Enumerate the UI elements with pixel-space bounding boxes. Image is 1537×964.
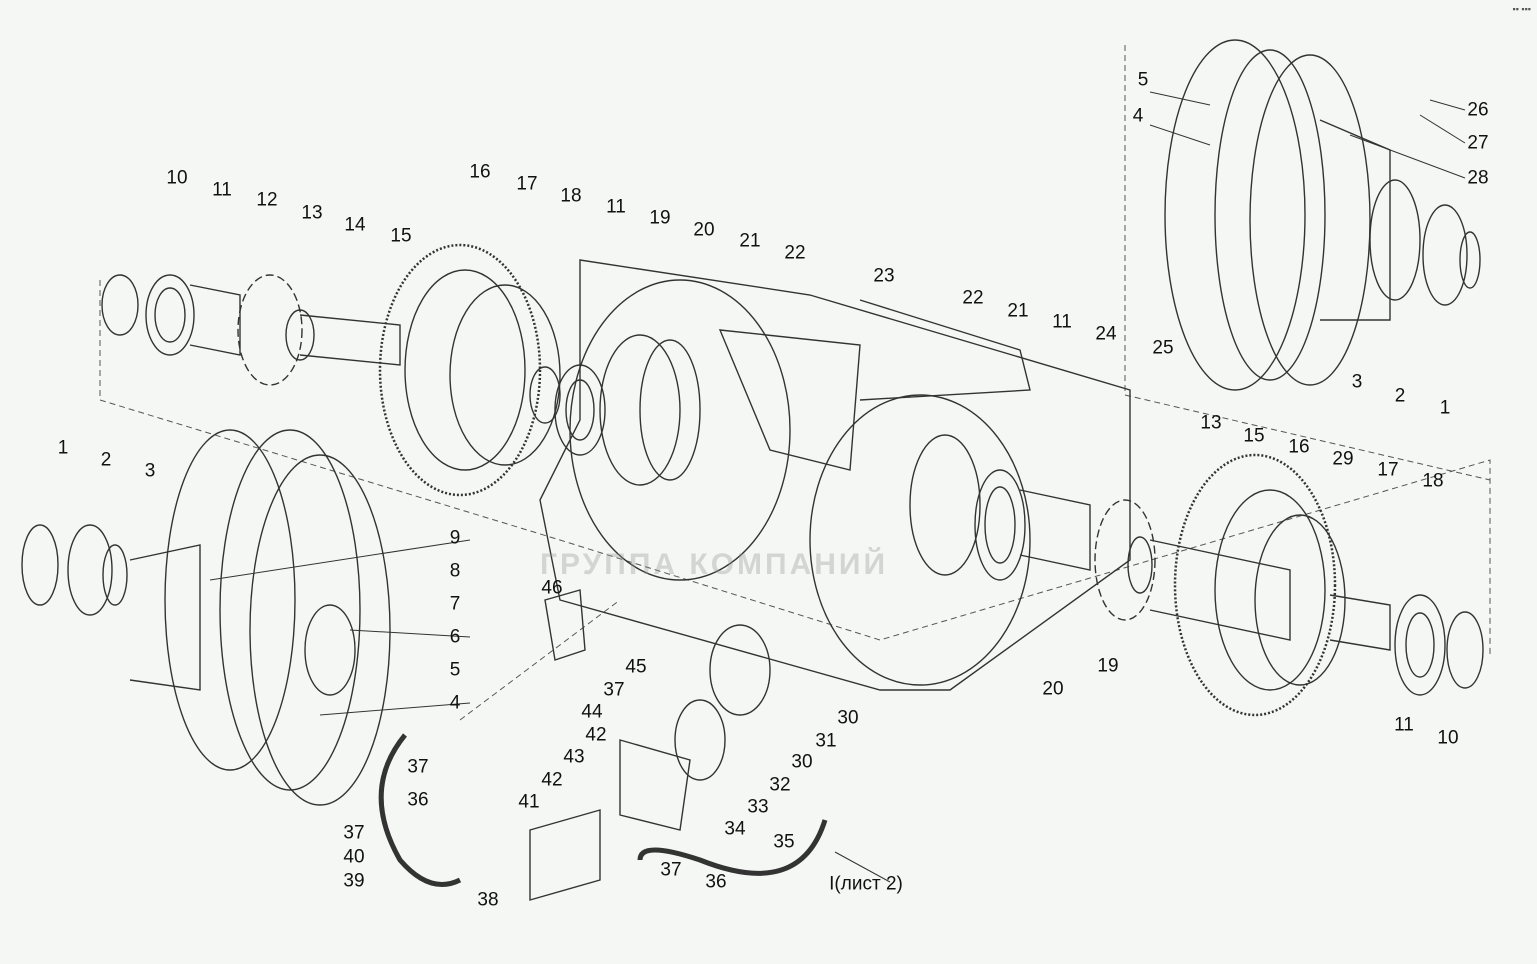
part-label: 19 [649, 207, 671, 229]
part-label: 17 [1377, 459, 1399, 481]
part-label: 26 [1467, 99, 1489, 121]
part-label: 36 [407, 789, 429, 811]
corner-mark: ▪▪ ▪▪▪ [1512, 4, 1531, 14]
part-label: 7 [449, 593, 461, 615]
part-label: 16 [469, 161, 491, 183]
part-label: 13 [301, 202, 323, 224]
watermark: ГРУППА КОМПАНИЙ [540, 548, 889, 581]
part-label: 39 [343, 870, 365, 892]
part-label: 37 [603, 679, 625, 701]
part-label: 4 [449, 692, 461, 714]
part-label: 3 [1351, 371, 1363, 393]
part-label: 43 [563, 746, 585, 768]
part-label: 1 [1439, 397, 1451, 419]
part-label: 17 [516, 173, 538, 195]
part-label: 22 [962, 287, 984, 309]
part-label: 20 [693, 219, 715, 241]
part-label: 25 [1152, 337, 1174, 359]
part-label: 11 [1394, 714, 1414, 736]
part-label: 12 [256, 189, 278, 211]
part-label: 22 [784, 242, 806, 264]
left-final-drive [21, 429, 391, 806]
part-label: 28 [1467, 167, 1489, 189]
part-label: 20 [1042, 678, 1064, 700]
part-label: 4 [1132, 105, 1144, 127]
part-label: 45 [625, 656, 647, 678]
part-label: 18 [560, 185, 582, 207]
part-label: 6 [449, 626, 461, 648]
part-label: 14 [344, 214, 366, 236]
part-label: I(лист 2) [829, 873, 903, 895]
part-label: 31 [815, 730, 837, 752]
part-label: 21 [739, 230, 761, 252]
right-final-drive [1164, 39, 1481, 391]
part-label: 16 [1288, 436, 1310, 458]
part-label: 24 [1095, 323, 1117, 345]
part-label: 44 [581, 701, 603, 723]
part-label: 3 [144, 460, 156, 482]
part-label: 30 [791, 751, 813, 773]
leader-lines [209, 91, 1466, 883]
part-label: 40 [343, 846, 365, 868]
part-label: 11 [1052, 311, 1072, 333]
part-label: 10 [166, 167, 188, 189]
part-label: 41 [518, 791, 540, 813]
part-label: 5 [449, 659, 461, 681]
part-label: 1 [57, 437, 69, 459]
left-upper-shaft-assembly [101, 243, 701, 497]
part-label: 15 [1243, 425, 1265, 447]
part-label: 9 [449, 527, 461, 549]
part-label: 11 [606, 196, 626, 218]
part-label: 35 [773, 831, 795, 853]
part-label: 37 [407, 756, 429, 778]
part-label: 18 [1422, 470, 1444, 492]
part-label: 30 [837, 707, 859, 729]
gearbox-housing [539, 259, 1131, 691]
part-label: 27 [1467, 132, 1489, 154]
part-label: 13 [1200, 412, 1222, 434]
part-label: 38 [477, 889, 499, 911]
part-label: 36 [705, 871, 727, 893]
part-label: 2 [100, 449, 112, 471]
pump-and-pipes [378, 589, 828, 901]
part-label: 34 [724, 818, 746, 840]
part-label: 37 [343, 822, 365, 844]
part-label: 21 [1007, 300, 1029, 322]
part-label: 5 [1137, 69, 1149, 91]
part-label: 11 [212, 179, 232, 201]
axis-lines [99, 45, 1491, 721]
part-label: 42 [541, 769, 563, 791]
part-label: 37 [660, 859, 682, 881]
right-inner-shaft-assembly [909, 434, 1484, 717]
part-label: 42 [585, 724, 607, 746]
part-label: 29 [1332, 448, 1354, 470]
part-label: 46 [541, 577, 563, 599]
part-label: 15 [390, 225, 412, 247]
part-label: 10 [1437, 727, 1459, 749]
part-label: 33 [747, 796, 769, 818]
part-label: 19 [1097, 655, 1119, 677]
part-label: 23 [873, 265, 895, 287]
part-label: 32 [769, 774, 791, 796]
part-label: 8 [449, 560, 461, 582]
part-label: 2 [1394, 385, 1406, 407]
